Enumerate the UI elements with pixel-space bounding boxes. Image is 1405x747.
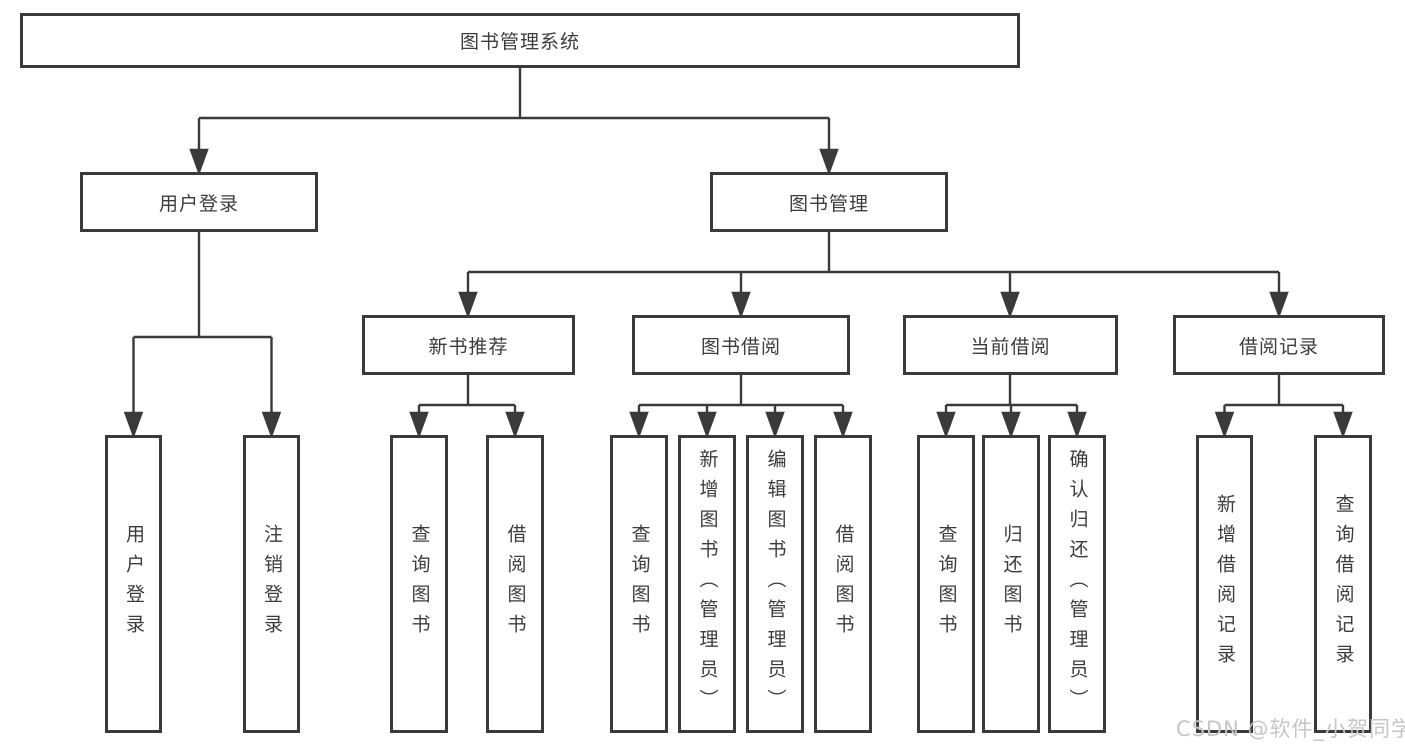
node-label: 编辑图书（管理员）: [764, 449, 787, 719]
connector-user-login-to-leaves: [123, 232, 282, 439]
leaf-query-borrow-record: 查询借阅记录: [1314, 435, 1372, 733]
leaf-confirm-return-admin: 确认归还（管理员）: [1048, 435, 1106, 733]
leaf-query-books-recommend: 查询图书: [390, 435, 448, 733]
node-label: 新增图书（管理员）: [696, 449, 719, 719]
node-label: 用户登录: [123, 524, 145, 644]
node-label: 图书借阅: [700, 335, 781, 358]
leaf-user-login: 用户登录: [105, 435, 162, 733]
connector-book-mgmt-to-level3: [458, 232, 1289, 319]
leaf-borrow-books: 借阅图书: [814, 435, 872, 733]
leaf-edit-books-admin: 编辑图书（管理员）: [746, 435, 804, 733]
connector-root-to-level2: [189, 68, 839, 176]
node-label: 借阅记录: [1238, 335, 1319, 358]
csdn-watermark: CSDN @软件_小贺同学: [1176, 717, 1405, 741]
node-label: 新书推荐: [428, 335, 509, 358]
node-label: 图书管理: [788, 192, 869, 215]
leaf-query-books-current: 查询图书: [917, 435, 975, 733]
node-book-management: 图书管理: [710, 172, 948, 232]
connector-current-borrow-to-leaves: [936, 375, 1087, 439]
node-label: 图书管理系统: [459, 31, 580, 53]
node-label: 查询图书: [935, 524, 958, 644]
node-label: 新增借阅记录: [1214, 494, 1236, 674]
leaf-query-books-borrow: 查询图书: [610, 435, 668, 733]
node-label: 借阅图书: [504, 524, 527, 644]
node-label: 归还图书: [1000, 524, 1023, 644]
node-label: 用户登录: [158, 192, 239, 215]
node-label: 查询借阅记录: [1332, 494, 1355, 674]
node-user-login: 用户登录: [80, 172, 318, 232]
node-current-borrow: 当前借阅: [903, 315, 1118, 375]
node-label: 查询图书: [408, 524, 431, 644]
node-label: 当前借阅: [970, 335, 1051, 358]
node-label: 注销登录: [261, 524, 283, 644]
node-label: 查询图书: [628, 524, 651, 644]
node-book-borrow: 图书借阅: [632, 315, 850, 375]
leaf-add-books-admin: 新增图书（管理员）: [678, 435, 736, 733]
connector-borrow-records-to-leaves: [1214, 375, 1353, 439]
leaf-return-books: 归还图书: [982, 435, 1040, 733]
node-label: 借阅图书: [832, 524, 855, 644]
leaf-add-borrow-record: 新增借阅记录: [1196, 435, 1253, 733]
leaf-borrow-books-recommend: 借阅图书: [486, 435, 544, 733]
node-label: 确认归还（管理员）: [1066, 449, 1089, 719]
node-new-book-recommend: 新书推荐: [362, 315, 575, 375]
node-borrow-records: 借阅记录: [1173, 315, 1385, 375]
node-root-library-system: 图书管理系统: [20, 13, 1020, 68]
leaf-logout: 注销登录: [243, 435, 300, 733]
connector-book-borrow-to-leaves: [629, 375, 853, 439]
connector-new-book-to-leaves: [409, 375, 525, 439]
